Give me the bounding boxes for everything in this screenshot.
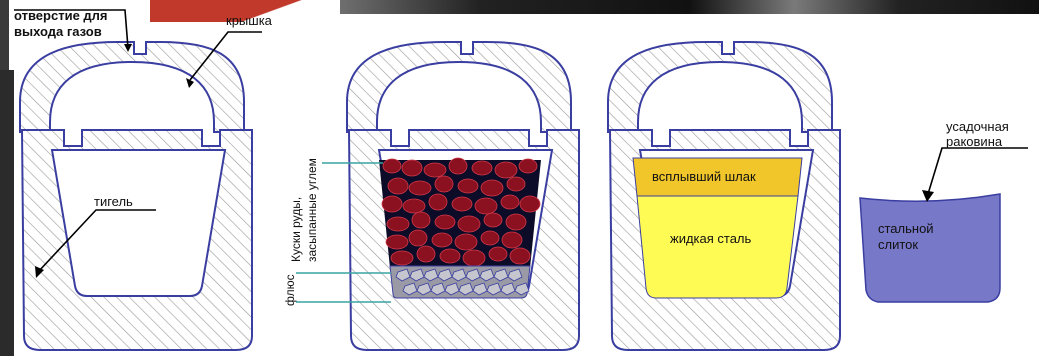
ore-piece bbox=[458, 179, 478, 193]
shrinkage-cavity-label-line1: усадочная bbox=[946, 119, 1009, 134]
ore-piece bbox=[472, 161, 492, 175]
ore-piece bbox=[391, 251, 413, 265]
ore-piece bbox=[440, 249, 460, 263]
ore-piece bbox=[383, 159, 401, 173]
gas-vent-label-line1: отверстие для bbox=[14, 8, 108, 23]
ore-piece bbox=[481, 180, 503, 196]
ore-piece bbox=[463, 250, 485, 266]
ore-piece bbox=[489, 247, 507, 261]
charge-contents bbox=[379, 158, 541, 298]
ore-piece bbox=[475, 198, 497, 214]
shrinkage-cavity-label-line2: раковина bbox=[946, 134, 1003, 149]
ore-piece bbox=[409, 181, 431, 195]
ore-piece bbox=[386, 235, 408, 249]
ore-piece bbox=[402, 160, 422, 176]
ore-piece bbox=[435, 215, 455, 229]
ore-piece bbox=[481, 231, 499, 245]
ore-piece bbox=[458, 216, 480, 232]
ore-piece bbox=[519, 159, 537, 173]
ore-piece bbox=[502, 232, 522, 248]
ore-piece bbox=[403, 199, 425, 213]
steel-ingot-label-line2: слиток bbox=[878, 237, 918, 252]
ore-piece bbox=[432, 233, 452, 247]
lid-label: крышка bbox=[226, 13, 273, 28]
ore-piece bbox=[506, 214, 526, 230]
ore-piece bbox=[484, 213, 502, 227]
ore-piece bbox=[452, 197, 472, 211]
ore-piece bbox=[501, 195, 519, 209]
liquid-steel-layer bbox=[637, 196, 798, 298]
ore-piece bbox=[520, 196, 540, 212]
floated-slag-label: всплывший шлак bbox=[652, 169, 756, 184]
ore-piece bbox=[449, 158, 467, 174]
crucible-empty bbox=[20, 42, 252, 350]
steel-ingot-label-line1: стальной bbox=[878, 221, 934, 236]
ore-piece bbox=[412, 212, 430, 228]
ore-pieces-label-line2: засыпанные углем bbox=[305, 158, 319, 262]
ore-piece bbox=[382, 196, 402, 212]
gas-vent-label-line2: выхода газов bbox=[14, 24, 102, 39]
ore-piece bbox=[388, 178, 408, 194]
ore-piece bbox=[387, 217, 409, 231]
ore-piece bbox=[424, 163, 446, 177]
crucible-label: тигель bbox=[94, 194, 133, 209]
ore-pieces-label-line1: Куски руды, bbox=[289, 197, 303, 262]
liquid-steel-label: жидкая сталь bbox=[670, 231, 752, 246]
ore-piece bbox=[417, 246, 435, 262]
ore-piece bbox=[429, 194, 447, 210]
ore-piece bbox=[510, 248, 530, 264]
ore-piece bbox=[435, 176, 453, 192]
ore-piece bbox=[495, 162, 517, 178]
shrinkage-leader bbox=[928, 148, 1028, 194]
flux-label: флюс bbox=[283, 274, 297, 306]
ore-piece bbox=[409, 230, 427, 246]
ore-piece bbox=[455, 234, 477, 250]
ore-piece bbox=[507, 177, 525, 191]
